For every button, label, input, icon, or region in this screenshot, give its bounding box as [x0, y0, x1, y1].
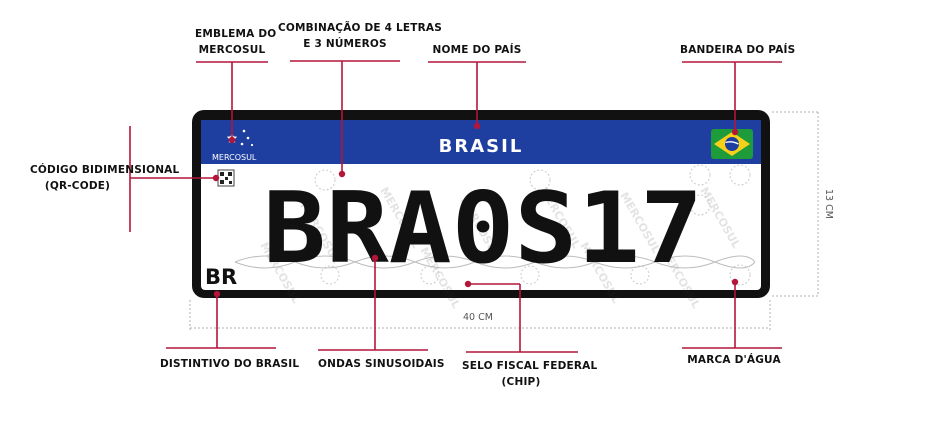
country-bar: [201, 120, 761, 164]
plate-number: BRA0S17: [263, 172, 703, 286]
label-fiscal-seal: SELO FISCAL FEDERAL (CHIP): [462, 358, 598, 390]
country-name: BRASIL: [439, 136, 524, 157]
label-country-flag: BANDEIRA DO PAÍS: [680, 44, 796, 56]
label-sinusoidal-waves: ONDAS SINUSOIDAIS: [318, 358, 445, 370]
label-watermark: MARCA D'ÁGUA: [687, 354, 781, 366]
sinusoidal-waves: [234, 255, 756, 269]
width-label: 40 CM: [463, 312, 493, 323]
security-circles: [314, 164, 751, 286]
label-line: SELO FISCAL FEDERAL: [462, 360, 598, 372]
label-line: (CHIP): [501, 376, 541, 388]
width-dimension: [189, 300, 771, 330]
label-qr-code: CÓDIGO BIDIMENSIONAL (QR-CODE): [30, 162, 180, 194]
height-label: 13 CM: [823, 189, 834, 219]
label-country-name: NOME DO PAÍS: [432, 44, 522, 56]
label-mercosul-emblem: EMBLEMA DO MERCOSUL: [195, 26, 277, 58]
label-line: COMBINAÇÃO DE 4 LETRAS: [278, 22, 443, 34]
mercosul-label: MERCOSUL: [212, 153, 257, 162]
qr-code-icon: [217, 169, 235, 187]
label-letters-numbers: COMBINAÇÃO DE 4 LETRAS E 3 NÚMEROS: [278, 20, 443, 52]
label-line: CÓDIGO BIDIMENSIONAL: [30, 164, 180, 176]
label-brazil-distinctive: DISTINTIVO DO BRASIL: [160, 358, 300, 370]
brazil-distinctive: BR: [205, 265, 237, 289]
height-dimension: [772, 111, 820, 297]
label-line: E 3 NÚMEROS: [303, 38, 387, 50]
brazil-flag-icon: [711, 129, 753, 159]
label-line: MERCOSUL: [198, 44, 266, 56]
label-line: EMBLEMA DO: [195, 28, 277, 40]
license-plate: MERCOSUL MERCOSUL MERCOSUL MERCOSUL MERC…: [192, 110, 770, 311]
label-line: (QR-CODE): [44, 180, 111, 192]
callout-lines: [129, 60, 782, 353]
